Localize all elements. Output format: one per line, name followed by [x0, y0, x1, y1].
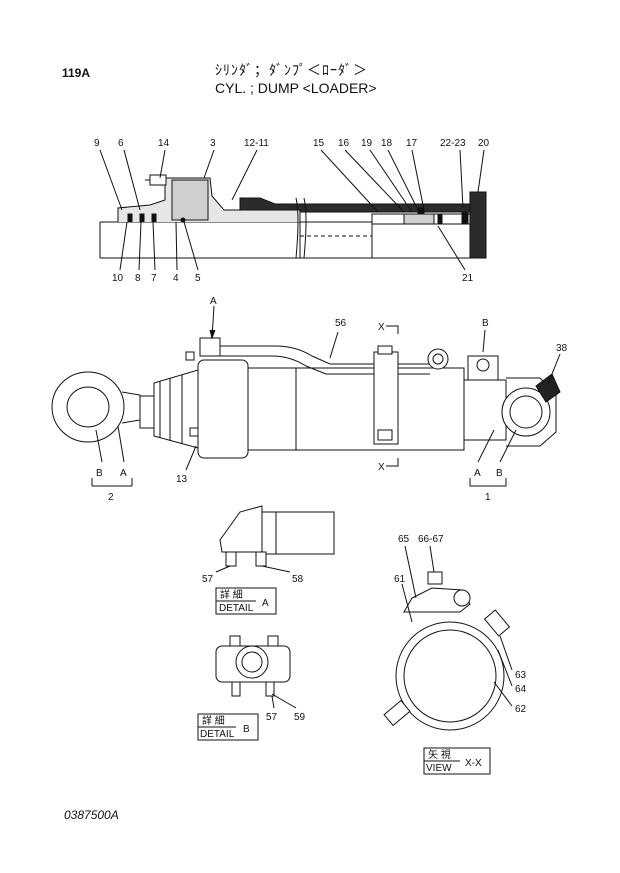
label-62: 62	[515, 704, 527, 715]
label-3: 3	[210, 138, 216, 149]
label-58: 58	[292, 574, 304, 585]
detail-b-labels: 57 59 詳 細 DETAIL B	[200, 712, 306, 740]
view-letter: X-X	[465, 758, 482, 769]
detail-b-caption-jp: 詳 細	[202, 714, 225, 727]
label-9: 9	[94, 138, 100, 149]
view-xx-labels: 65 66-67 61 63 64 62 矢 視 VIEW X-X	[394, 534, 527, 774]
label-14: 14	[158, 138, 170, 149]
cylinder-external-view	[51, 305, 561, 487]
label-65: 65	[398, 534, 410, 545]
label-x-top: X	[378, 322, 385, 333]
detail-a-labels: 57 58 詳 細 DETAIL A	[202, 574, 304, 614]
label-56: 56	[335, 318, 347, 329]
label-18: 18	[381, 138, 393, 149]
label-b-right: B	[496, 468, 503, 479]
label-b-top: B	[482, 318, 489, 329]
label-b-left: B	[96, 468, 103, 479]
page-number: 119A	[62, 66, 91, 80]
label-66-67: 66-67	[418, 534, 444, 545]
label-a-right: A	[474, 468, 481, 479]
label-4: 4	[173, 273, 179, 284]
detail-a-caption-jp: 詳 細	[220, 588, 243, 601]
detail-a-drawing	[215, 505, 335, 615]
view-caption-jp: 矢 視	[428, 748, 451, 761]
label-13: 13	[176, 474, 188, 485]
label-2: 2	[108, 492, 114, 503]
sectional-view	[99, 149, 487, 271]
label-59: 59	[294, 712, 306, 723]
label-16: 16	[338, 138, 350, 149]
label-61: 61	[394, 574, 406, 585]
label-5: 5	[195, 273, 201, 284]
label-20: 20	[478, 138, 490, 149]
label-21: 21	[462, 273, 474, 284]
detail-a-caption-en: DETAIL	[219, 603, 254, 614]
label-x-bottom: X	[378, 462, 385, 473]
label-38: 38	[556, 343, 568, 354]
label-12-11: 12-11	[244, 138, 269, 149]
label-a-left: A	[120, 468, 127, 479]
label-1: 1	[485, 492, 491, 503]
label-10: 10	[112, 273, 124, 284]
main-labels: A 56 X B 38 B A 2 13 X A B 1	[96, 296, 568, 503]
title-japanese: ｼﾘﾝﾀﾞ；ﾀﾞﾝﾌﾟ＜ﾛｰﾀﾞ＞	[215, 62, 368, 78]
label-17: 17	[406, 138, 418, 149]
label-15: 15	[313, 138, 325, 149]
detail-b-letter: B	[243, 724, 250, 735]
label-19: 19	[361, 138, 373, 149]
view-xx-drawing	[383, 545, 513, 775]
label-6: 6	[118, 138, 124, 149]
detail-b-caption-en: DETAIL	[200, 729, 235, 740]
detail-a-letter: A	[262, 598, 269, 609]
label-64: 64	[515, 684, 527, 695]
label-8: 8	[135, 273, 141, 284]
title-english: CYL. ; DUMP <LOADER>	[215, 80, 377, 96]
label-a-top: A	[210, 296, 217, 307]
label-7: 7	[151, 273, 157, 284]
view-caption-en: VIEW	[426, 763, 452, 774]
label-22-23: 22-23	[440, 138, 466, 149]
detail-b-drawing	[197, 635, 297, 741]
label-57-a: 57	[202, 574, 214, 585]
section-labels: 9 6 14 3 12-11 15 16 19 18 17 22-23 20 1…	[94, 138, 490, 284]
drawing-code: 0387500A	[64, 808, 119, 822]
label-57-b: 57	[266, 712, 278, 723]
label-63: 63	[515, 670, 527, 681]
